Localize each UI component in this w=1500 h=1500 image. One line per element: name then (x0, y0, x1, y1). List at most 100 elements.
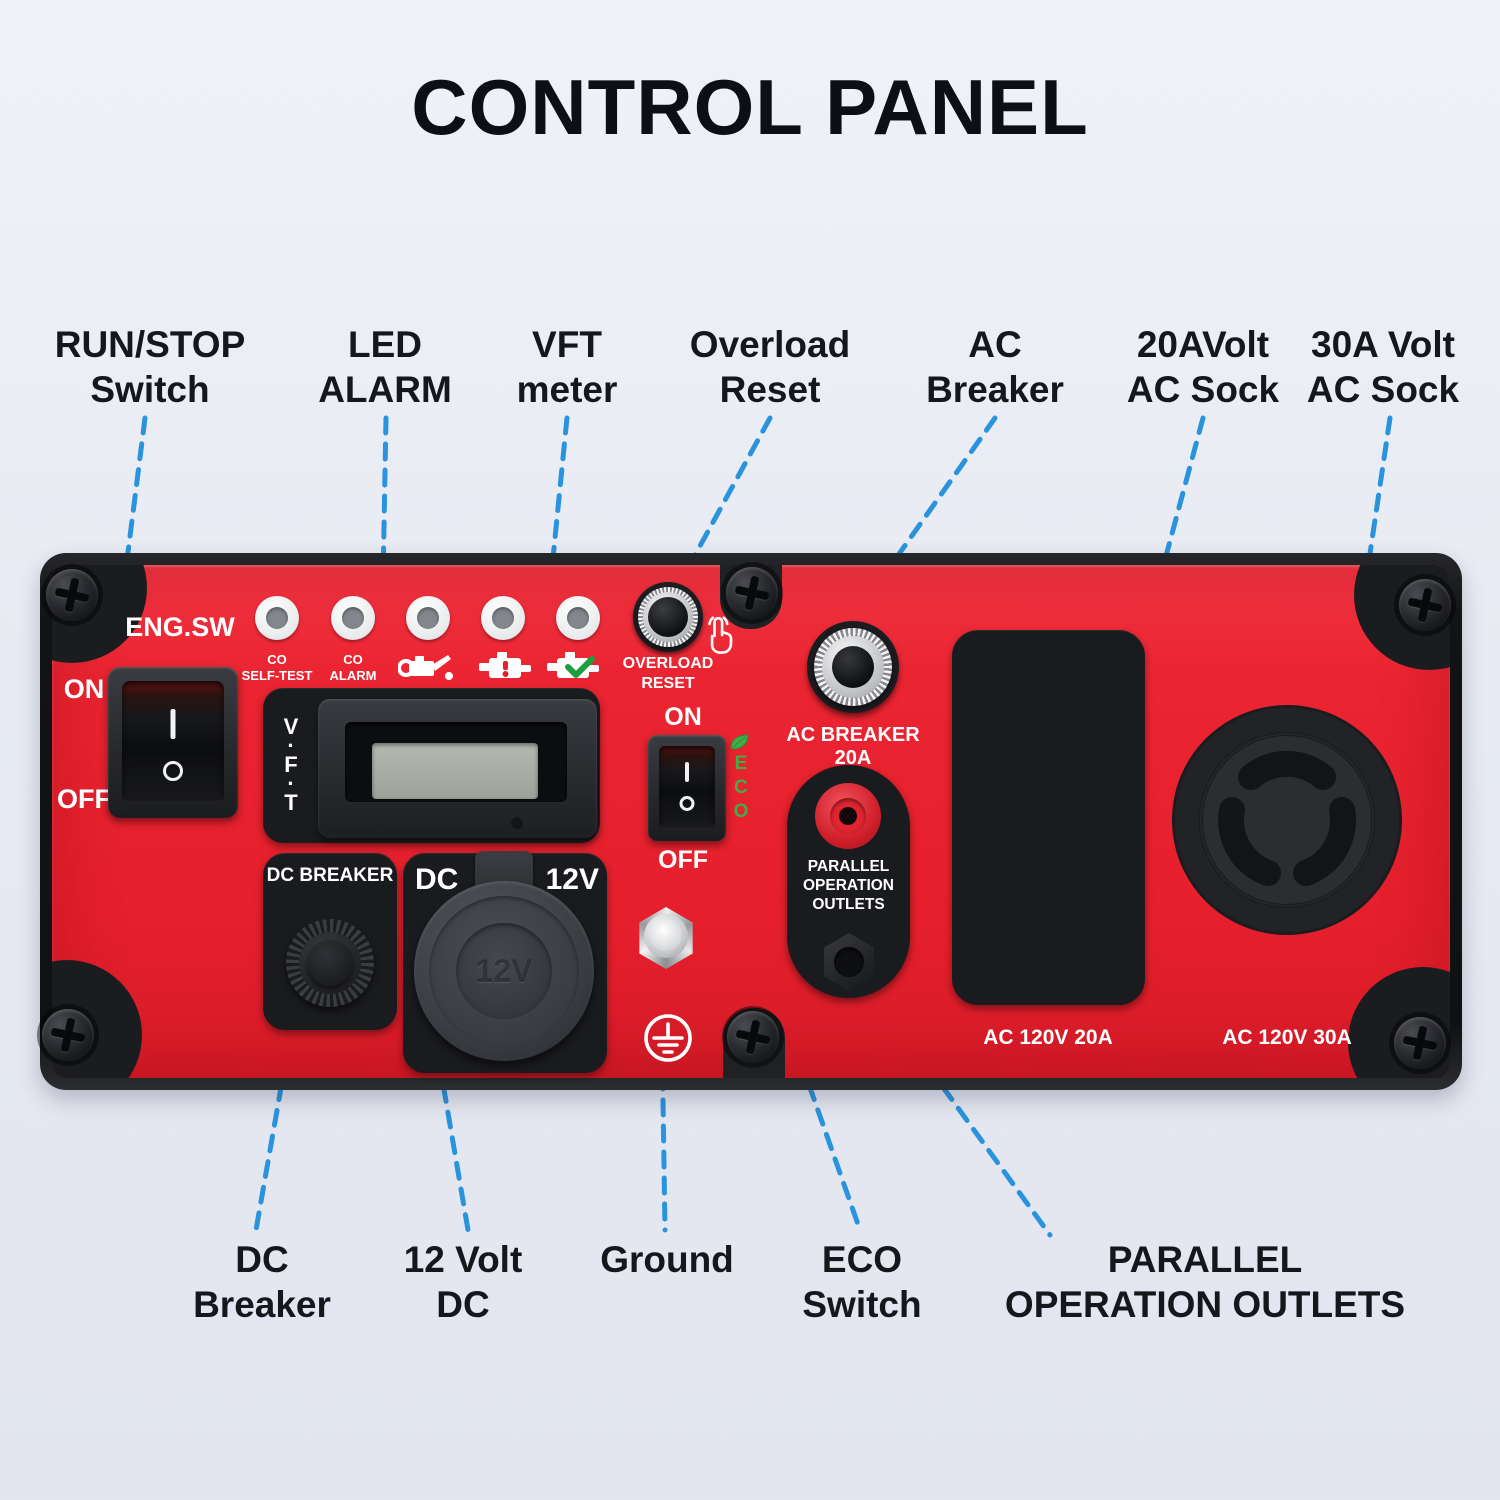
dc-12v-label: 12V (545, 863, 599, 896)
parallel-jack-positive[interactable] (815, 783, 881, 849)
led-core (342, 607, 364, 629)
dc-12v-socket-center: 12V (456, 923, 552, 1019)
dc-12v-socket[interactable]: 12V (414, 881, 594, 1061)
callout-dc-breaker: DC Breaker (147, 1237, 377, 1327)
rocker-off-mark (163, 761, 183, 781)
vft-display-frame (345, 722, 567, 802)
led-core (492, 607, 514, 629)
led-engine-ok (556, 596, 600, 640)
led-co-self-test (255, 596, 299, 640)
dc-breaker-cap[interactable] (307, 940, 353, 986)
parallel-label-line2: OPERATION (803, 877, 894, 894)
led2-caption: CO ALARM (293, 652, 413, 684)
overload-reset-label: OVERLOAD RESET (598, 654, 738, 694)
phillips-screw-icon (727, 1011, 779, 1063)
led-low-oil (406, 596, 450, 640)
callout-line: VFT (532, 324, 602, 365)
duplex-outlet-label: AC 120V 20A (983, 1026, 1113, 1049)
callout-line: Switch (90, 369, 210, 410)
vft-meter: V · F · T (263, 688, 600, 843)
eco-letter: C (734, 777, 748, 798)
callout-line: ALARM (318, 369, 452, 410)
eng-off-label: OFF (57, 784, 111, 814)
vft-letter: T (284, 790, 298, 815)
vft-vertical-label: V · F · T (276, 716, 306, 815)
ac-breaker-cap[interactable] (832, 646, 874, 688)
dc-breaker-label: DC BREAKER (266, 865, 394, 886)
callout-line: LED (348, 324, 422, 365)
vft-dot: · (287, 733, 295, 758)
phillips-screw-icon (1394, 1017, 1446, 1069)
callout-30a-ac-sock: 30A Volt AC Sock (1268, 322, 1498, 412)
callout-line: DC (235, 1239, 289, 1280)
dc-12v-module: DC 12V 12V (403, 851, 607, 1073)
parallel-jack-positive-hole (839, 807, 857, 825)
phillips-screw-icon (42, 1009, 94, 1061)
vft-indicator-dot (511, 817, 523, 829)
callout-line: 12 Volt (403, 1239, 523, 1280)
overload-reset-button[interactable] (633, 582, 703, 652)
rocker-off-mark (679, 796, 695, 811)
eng-sw-label: ENG.SW (125, 612, 235, 642)
callout-20a-ac-sock: 20AVolt AC Sock (1088, 322, 1318, 412)
eco-vertical-label: E C O (731, 752, 751, 824)
eco-off-label: OFF (658, 846, 708, 874)
callout-line: DC (436, 1284, 490, 1325)
parallel-operation-outlets: PARALLEL OPERATION OUTLETS (787, 765, 910, 998)
overload-label-line1: OVERLOAD (622, 655, 714, 672)
parallel-outlets-label: PARALLEL OPERATION OUTLETS (789, 857, 908, 914)
callout-vft-meter: VFT meter (452, 322, 682, 412)
callout-12v-dc: 12 Volt DC (348, 1237, 578, 1327)
duplex-outlet-20a (952, 630, 1145, 1005)
twistlock-outlet-label: AC 120V 30A (1222, 1026, 1352, 1049)
callout-line: Switch (802, 1284, 922, 1325)
led1-caption-top: CO (267, 652, 287, 667)
callout-line: Overload (689, 324, 851, 365)
callout-line: AC (968, 324, 1022, 365)
overload-label-line2: RESET (641, 675, 695, 692)
vft-bezel (318, 699, 597, 838)
callout-line: Breaker (926, 369, 1064, 410)
vft-letter: F (284, 752, 298, 777)
callout-parallel-outlets: PARALLEL OPERATION OUTLETS (965, 1237, 1445, 1327)
dc-breaker-button[interactable] (286, 919, 374, 1007)
leaf-icon (730, 734, 749, 750)
ground-symbol-icon (644, 1014, 692, 1062)
overload-button-cap[interactable] (648, 597, 688, 637)
dc-label: DC (415, 863, 459, 896)
ac-breaker-button[interactable] (807, 621, 899, 713)
phillips-screw-icon (46, 569, 98, 621)
led2-caption-top: CO (343, 652, 363, 667)
parallel-jack-negative[interactable] (824, 933, 874, 991)
run-stop-switch[interactable] (108, 667, 238, 818)
callout-run-stop-switch: RUN/STOP Switch (35, 322, 265, 412)
eng-on-label: ON (63, 674, 105, 704)
eco-rocker[interactable] (659, 746, 715, 830)
led-core (266, 607, 288, 629)
led-core (417, 607, 439, 629)
parallel-label-line1: PARALLEL (807, 858, 890, 875)
callout-led-alarm: LED ALARM (270, 322, 500, 412)
callout-line: Ground (600, 1239, 734, 1280)
ground-terminal-top (650, 919, 682, 951)
eco-switch[interactable] (648, 735, 726, 841)
callout-line: 20AVolt (1136, 324, 1270, 365)
callout-line: Reset (719, 369, 821, 410)
callout-line: PARALLEL (1107, 1239, 1303, 1280)
rocker-on-mark (170, 709, 176, 739)
led2-caption-bottom: ALARM (329, 668, 377, 683)
engine-alert-icon (479, 652, 531, 678)
callout-line: ECO (821, 1239, 903, 1280)
callout-ground: Ground (552, 1237, 782, 1282)
run-stop-rocker[interactable] (122, 681, 224, 804)
parallel-label-line3: OUTLETS (812, 896, 885, 913)
led-co-alarm (331, 596, 375, 640)
callout-overload-reset: Overload Reset (655, 322, 885, 412)
dc-breaker-module: DC BREAKER (263, 853, 397, 1030)
callout-line: 30A Volt (1311, 324, 1455, 365)
eco-on-label: ON (664, 703, 702, 731)
led1-caption: CO SELF-TEST (217, 652, 337, 684)
twistlock-outlet-30a[interactable] (1169, 702, 1405, 938)
callout-line: RUN/STOP (54, 324, 246, 365)
callout-line: Breaker (193, 1284, 331, 1325)
